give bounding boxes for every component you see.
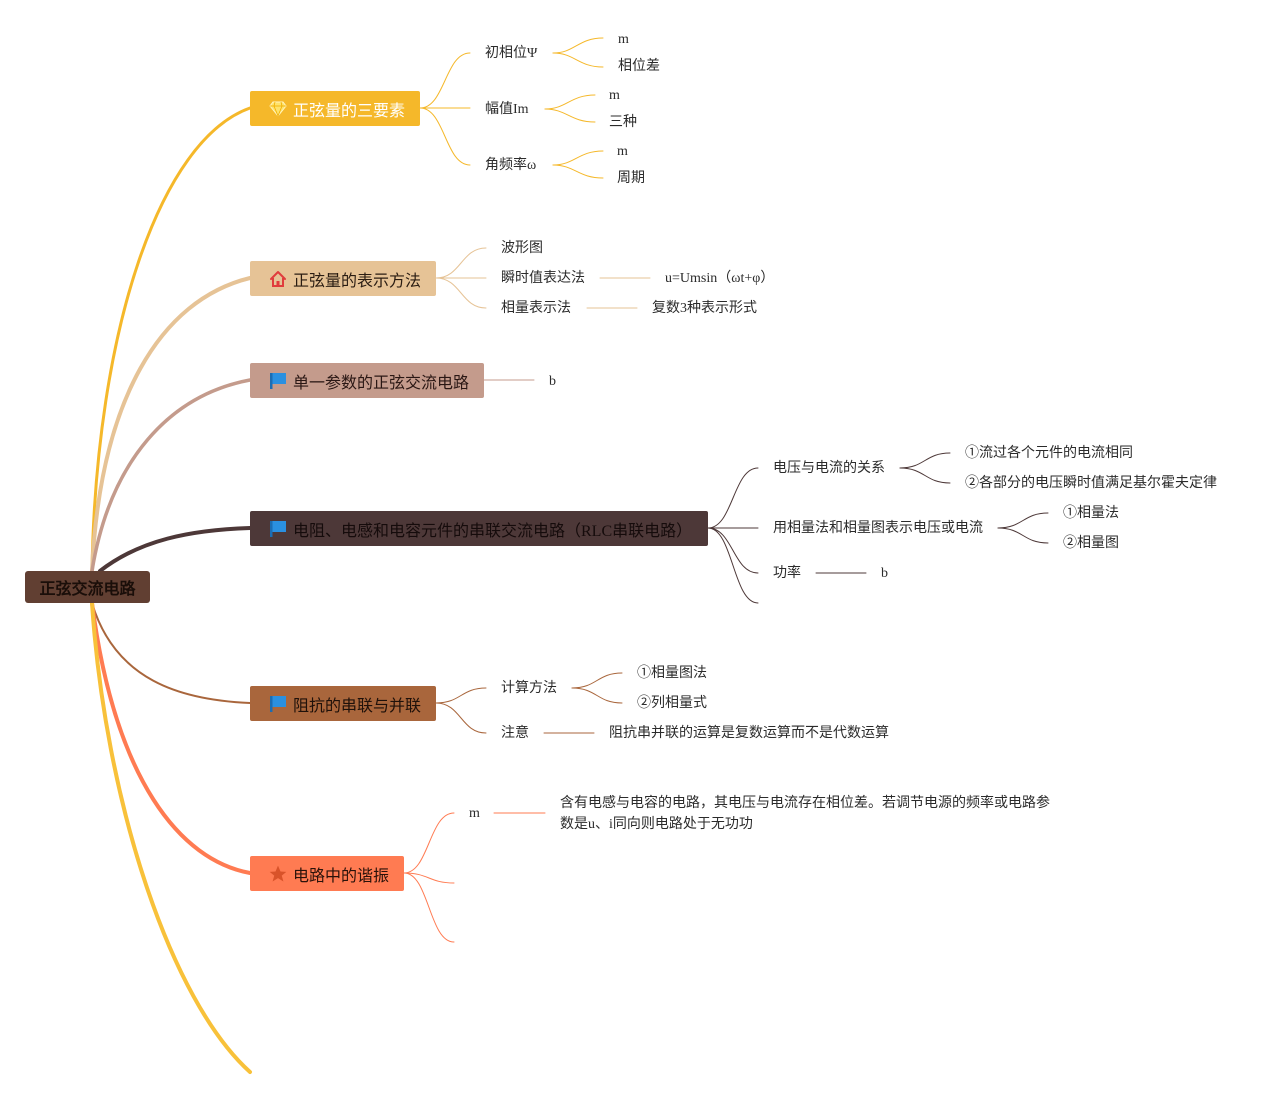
leaf-three-kinds[interactable]: 三种 xyxy=(609,115,637,130)
leaf-complex-operation-note[interactable]: 阻抗串并联的运算是复数运算而不是代数运算 xyxy=(609,726,889,741)
branch-connector-resonance xyxy=(90,601,252,875)
branch-connector-impedance xyxy=(91,602,251,704)
topic-label: 电阻、电感和电容元件的串联交流电路（RLC串联电路） xyxy=(293,522,693,540)
topic-impedance-series-parallel[interactable]: 阻抗的串联与并联 xyxy=(250,686,436,721)
child-connector xyxy=(435,247,487,279)
subtopic-phasor-method[interactable]: 用相量法和相量图表示电压或电流 xyxy=(773,521,983,536)
branch-connector-representation xyxy=(90,276,252,573)
topic-label: 正弦量的三要素 xyxy=(293,102,406,120)
leaf-connector xyxy=(552,150,604,166)
topic-label: 电路中的谐振 xyxy=(293,867,390,885)
gem-icon xyxy=(268,99,288,119)
child-connector xyxy=(707,527,759,604)
house-icon xyxy=(268,269,288,289)
star-icon xyxy=(268,864,288,884)
subtopic-amplitude[interactable]: 幅值Im xyxy=(485,102,529,117)
topic-single-parameter-circuit[interactable]: 单一参数的正弦交流电路 xyxy=(250,363,484,398)
flag-icon xyxy=(268,694,288,714)
leaf-connector xyxy=(552,37,604,54)
leaf-connector xyxy=(997,512,1049,529)
subtopic-calculation-method[interactable]: 计算方法 xyxy=(501,681,557,696)
leaf-same-current[interactable]: ①流过各个元件的电流相同 xyxy=(965,446,1133,461)
leaf-connector xyxy=(899,452,951,469)
topic-resonance[interactable]: 电路中的谐振 xyxy=(250,856,404,891)
leaf-connector xyxy=(544,94,596,110)
leaf-connector xyxy=(544,108,596,123)
leaf-connector xyxy=(552,164,604,179)
leaf-m[interactable]: m xyxy=(609,88,620,103)
child-connector xyxy=(435,687,487,704)
child-connector xyxy=(403,872,455,943)
leaf-phasor-diagram[interactable]: ②相量图 xyxy=(1063,536,1119,551)
child-connector xyxy=(435,277,487,309)
leaf-m[interactable]: m xyxy=(618,32,629,47)
leaf-phase-difference[interactable]: 相位差 xyxy=(618,59,660,74)
child-connector xyxy=(707,467,759,529)
central-topic-label: 正弦交流电路 xyxy=(39,581,136,598)
flag-icon xyxy=(268,371,288,391)
subtopic-instantaneous-expression[interactable]: 瞬时值表达法 xyxy=(501,271,585,286)
topic-three-elements[interactable]: 正弦量的三要素 xyxy=(250,91,420,126)
leaf-instantaneous-formula[interactable]: u=Umsin（ωt+φ） xyxy=(665,271,775,286)
leaf-phasor-method[interactable]: ①相量法 xyxy=(1063,506,1119,521)
leaf-b[interactable]: b xyxy=(881,566,888,581)
child-connector xyxy=(419,107,471,166)
subtopic-waveform[interactable]: 波形图 xyxy=(501,241,543,256)
subtopic-note[interactable]: 注意 xyxy=(501,726,529,741)
subtopic-angular-frequency[interactable]: 角频率ω xyxy=(485,158,537,173)
leaf-resonance-description[interactable]: 含有电感与电容的电路，其电压与电流存在相位差。若调节电源的频率或电路参数是u、i… xyxy=(560,796,1050,832)
child-connector xyxy=(403,872,455,884)
leaf-connector xyxy=(571,672,623,689)
leaf-connector xyxy=(571,687,623,704)
topic-representation-methods[interactable]: 正弦量的表示方法 xyxy=(250,261,436,296)
child-connector xyxy=(707,527,759,574)
leaf-connector xyxy=(997,527,1049,544)
leaf-m[interactable]: m xyxy=(617,144,628,159)
leaf-phasor-equation[interactable]: ②列相量式 xyxy=(637,696,707,711)
topic-label: 阻抗的串联与并联 xyxy=(293,697,422,715)
subtopic-m[interactable]: m xyxy=(469,806,480,821)
subtopic-phasor-representation[interactable]: 相量表示法 xyxy=(501,301,571,316)
child-connector xyxy=(419,52,471,109)
leaf-phasor-diagram-method[interactable]: ①相量图法 xyxy=(637,666,707,681)
branch-connector-three-elements xyxy=(90,106,252,573)
leaf-complex-forms[interactable]: 复数3种表示形式 xyxy=(652,301,757,316)
central-topic[interactable]: 正弦交流电路 xyxy=(25,571,150,603)
subtopic-power[interactable]: 功率 xyxy=(773,566,801,581)
child-connector xyxy=(435,702,487,734)
subtopic-voltage-current-relation[interactable]: 电压与电流的关系 xyxy=(773,461,885,476)
leaf-b[interactable]: b xyxy=(549,374,556,389)
leaf-kirchhoff-voltage[interactable]: ②各部分的电压瞬时值满足基尔霍夫定律 xyxy=(965,476,1217,491)
branch-connector-single-parameter xyxy=(90,378,252,573)
branch-connector-rlc xyxy=(98,526,252,573)
topic-label: 正弦量的表示方法 xyxy=(293,272,422,290)
subtopic-initial-phase[interactable]: 初相位Ψ xyxy=(485,46,538,61)
leaf-period[interactable]: 周期 xyxy=(617,171,645,186)
flag-icon xyxy=(268,519,288,539)
topic-rlc-series-circuit[interactable]: 电阻、电感和电容元件的串联交流电路（RLC串联电路） xyxy=(250,511,708,546)
branch-connector-empty xyxy=(90,601,252,1074)
leaf-connector xyxy=(552,52,604,68)
child-connector xyxy=(403,812,455,874)
topic-label: 单一参数的正弦交流电路 xyxy=(293,374,470,392)
leaf-connector xyxy=(899,467,951,484)
